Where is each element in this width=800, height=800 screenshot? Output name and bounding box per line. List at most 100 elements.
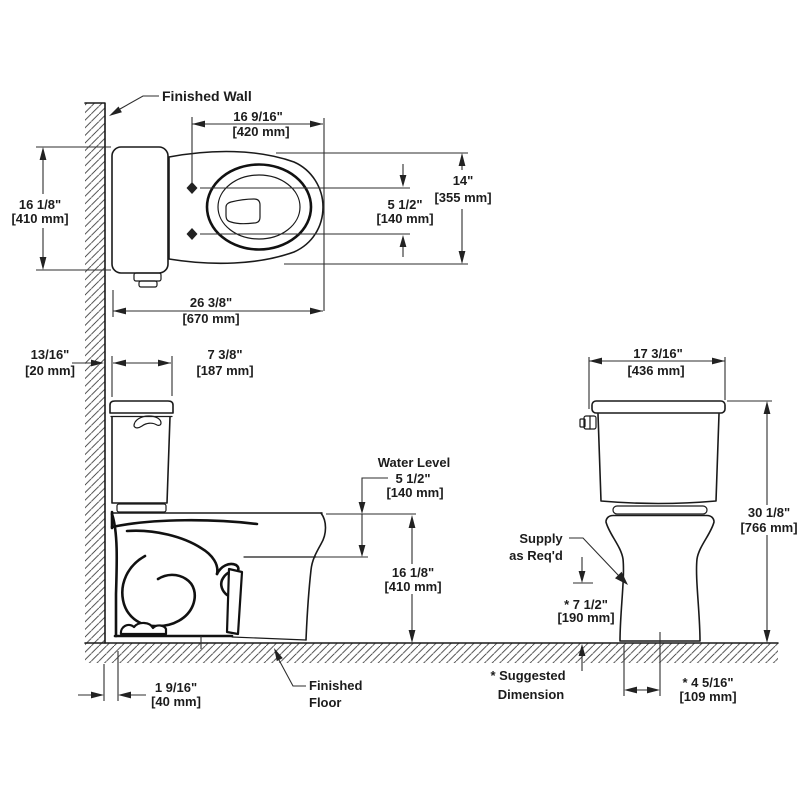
- dim-tank-depth-in: 7 3/8": [207, 347, 242, 362]
- water-level-label: Water Level: [378, 455, 451, 470]
- dim-supply-height-mm: [190 mm]: [557, 610, 614, 625]
- dim-rim-height: 16 1/8" [410 mm]: [384, 515, 442, 643]
- dim-rim-height-in: 16 1/8": [392, 565, 434, 580]
- flush-lever-front-cap: [579, 418, 586, 428]
- arrowhead-icon: [109, 106, 122, 116]
- finished-floor-callout: Finished Floor: [274, 648, 363, 710]
- dim-bowl-width: 14" [355 mm]: [276, 152, 492, 265]
- dim-tank-width-front-mm: [436 mm]: [627, 363, 684, 378]
- dim-overall-height: 30 1/8" [766 mm]: [727, 400, 798, 643]
- dim-overall-depth-in: 26 3/8": [190, 295, 232, 310]
- dim-tank-depth: 7 3/8" [187 mm]: [113, 347, 254, 396]
- arrowhead-icon: [712, 357, 725, 365]
- tank-body-front: [597, 413, 720, 505]
- dim-bowl-width-mm: [355 mm]: [434, 190, 491, 205]
- dim-tank-width-plan-in: 16 1/8": [19, 197, 61, 212]
- dim-bolt-offset-in: 5 1/2": [387, 197, 422, 212]
- arrowhead-icon: [578, 571, 586, 583]
- water-level-ext: [316, 513, 416, 558]
- arrowhead-icon: [458, 251, 466, 264]
- seat-opening-ring: [205, 163, 313, 251]
- finished-wall-callout: Finished Wall: [109, 88, 252, 116]
- dim-overall-height-in: 30 1/8": [748, 505, 790, 520]
- dim-wall-gap-mm: [20 mm]: [25, 363, 75, 378]
- bowl-front-profile: [305, 512, 327, 641]
- dim-wall-gap: 13/16" [20 mm]: [25, 347, 113, 397]
- front-view: 17 3/16" [436 mm] 30 1/8" [766 mm] Suppl…: [490, 346, 797, 704]
- arrowhead-icon: [624, 686, 637, 694]
- arrowhead-icon: [310, 307, 323, 315]
- supply-arrowhead-icon: [615, 571, 628, 585]
- dim-tank-width-plan-mm: [410 mm]: [11, 211, 68, 226]
- suggested-note-1: * Suggested: [490, 668, 565, 683]
- arrowhead-icon: [589, 357, 602, 365]
- dim-wall-gap-in: 13/16": [31, 347, 70, 362]
- arrowhead-icon: [358, 502, 366, 514]
- dim-tank-depth-mm: [187 mm]: [196, 363, 253, 378]
- water-spot-outline: [225, 198, 261, 225]
- arrowhead-icon: [763, 630, 771, 643]
- dim-outlet-offset: 1 9/16" [40 mm]: [78, 651, 201, 709]
- arrowhead-icon: [118, 691, 131, 699]
- arrowhead-icon: [578, 644, 586, 656]
- dim-water-depth-mm: [140 mm]: [386, 485, 443, 500]
- arrowhead-icon: [113, 307, 126, 315]
- top-view: 16 9/16" [420 mm] 14" [355 mm] 5 1/2" [1…: [11, 109, 491, 326]
- arrowhead-icon: [399, 235, 407, 247]
- finished-wall-label: Finished Wall: [162, 88, 252, 104]
- dim-base-to-center-mm: [109 mm]: [679, 689, 736, 704]
- finished-floor-label-2: Floor: [309, 695, 342, 710]
- flush-handle-plan: [133, 272, 162, 282]
- arrowhead-icon: [408, 630, 416, 643]
- bowl-rear-cut: [110, 512, 119, 638]
- arrowhead-icon: [91, 359, 104, 367]
- arrowhead-icon: [399, 175, 407, 187]
- tank-lid-side: [109, 400, 174, 414]
- supply-leader: [569, 537, 620, 577]
- arrowhead-icon: [91, 691, 104, 699]
- arrowhead-icon: [408, 515, 416, 528]
- dim-tank-width-front: 17 3/16" [436 mm]: [588, 346, 726, 409]
- dim-bolt-to-front: 16 9/16" [420 mm]: [191, 109, 325, 311]
- dim-water-depth-in: 5 1/2": [395, 471, 430, 486]
- seat-cut-edge: [110, 518, 259, 529]
- wall-hatch: [85, 103, 105, 643]
- finished-wall-leader: [119, 95, 159, 110]
- tank-lid-front: [591, 400, 726, 414]
- flush-lever-side: [133, 415, 162, 429]
- finished-floor-label-1: Finished: [309, 678, 363, 693]
- suggested-note-2: Dimension: [498, 687, 565, 702]
- side-view: 13/16" [20 mm] 7 3/8" [187 mm] Water Lev…: [25, 347, 450, 710]
- dim-base-to-center-in: * 4 5/16": [683, 675, 734, 690]
- dim-overall-depth-mm: [670 mm]: [182, 311, 239, 326]
- dim-bolt-to-front-in: 16 9/16": [233, 109, 283, 124]
- supply-callout: Supply as Req'd: [509, 531, 628, 585]
- dim-outlet-offset-mm: [40 mm]: [151, 694, 201, 709]
- wall-face-line: [84, 102, 106, 644]
- pedestal-outline: [605, 514, 715, 642]
- arrowhead-icon: [192, 120, 205, 128]
- dim-bowl-width-in: 14": [453, 173, 474, 188]
- supply-label-1: Supply: [519, 531, 563, 546]
- dim-bolt-to-front-mm: [420 mm]: [232, 124, 289, 139]
- dim-overall-depth: 26 3/8" [670 mm]: [112, 290, 323, 326]
- dim-outlet-offset-in: 1 9/16": [155, 680, 197, 695]
- dim-base-to-center: * 4 5/16" [109 mm]: [623, 632, 737, 704]
- bowl-rim-front: [612, 505, 708, 515]
- tank-body-side: [111, 416, 171, 504]
- dim-water-level: Water Level 5 1/2" [140 mm]: [358, 455, 451, 557]
- tank-plan-outline: [111, 146, 169, 274]
- bowl-inner-ring: [217, 174, 301, 240]
- finished-floor-leader: [278, 659, 306, 687]
- dim-overall-height-mm: [766 mm]: [740, 520, 797, 535]
- base-foot-cut: [119, 621, 168, 636]
- arrowhead-icon: [39, 147, 47, 160]
- dim-rim-height-mm: [410 mm]: [384, 579, 441, 594]
- dim-supply-height: * 7 1/2" [190 mm]: [557, 557, 615, 671]
- outlet-cut-face: [225, 567, 244, 636]
- finished-floor: [84, 642, 779, 663]
- arrowhead-icon: [113, 359, 126, 367]
- bowl-rim-outline: [168, 150, 324, 265]
